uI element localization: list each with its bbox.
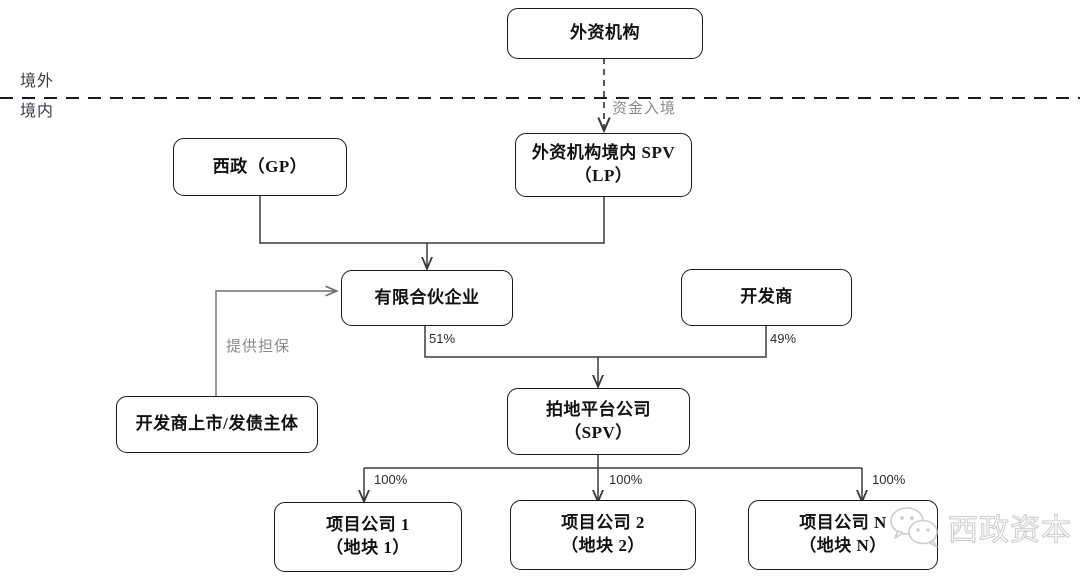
node-label: 西政（GP）	[212, 156, 308, 176]
node-sublabel: （SPV）	[564, 422, 633, 442]
node-label: 外资机构境内 SPV	[531, 143, 676, 163]
edge-label-projectn-stake: 100%	[872, 472, 906, 487]
edge-label-project2-stake: 100%	[609, 472, 643, 487]
node-sublabel: （地块 N）	[799, 536, 887, 555]
node-developer-listed-bond-entity[interactable]: 开发商上市/发债主体	[116, 396, 318, 453]
node-developer[interactable]: 开发商	[681, 269, 852, 326]
node-sublabel: （地块 2）	[561, 536, 645, 555]
node-label: 项目公司 N	[799, 513, 887, 533]
node-project-company-2[interactable]: 项目公司 2 （地块 2）	[510, 500, 696, 570]
connector-gp-spv-merge	[259, 196, 605, 244]
node-foreign-spv-lp[interactable]: 外资机构境内 SPV （LP）	[515, 133, 692, 197]
edge-label-provide-guarantee: 提供担保	[226, 339, 291, 355]
node-label: 项目公司 2	[561, 513, 645, 533]
connector-stakes-merge	[424, 325, 767, 358]
node-foreign-institution[interactable]: 外资机构	[507, 8, 703, 59]
node-label: 拍地平台公司	[546, 399, 651, 419]
node-label: 开发商	[740, 287, 793, 307]
wechat-icon	[890, 507, 938, 548]
watermark-text: 西政资本	[948, 514, 1072, 548]
node-sublabel: （LP）	[574, 166, 633, 185]
watermark: 西政资本	[888, 505, 1072, 549]
region-label-offshore: 境外	[20, 73, 55, 90]
region-label-onshore: 境内	[20, 103, 55, 120]
connector-platform-fanout-bus	[364, 454, 862, 469]
edge-label-fund-inflow: 资金入境	[612, 101, 677, 117]
edge-label-lp-stake: 51%	[429, 331, 456, 346]
node-project-company-1[interactable]: 项目公司 1 （地块 1）	[274, 502, 462, 572]
node-label: 外资机构	[570, 23, 640, 43]
node-label: 项目公司 1	[326, 515, 410, 535]
connector-guarantee	[215, 291, 336, 396]
node-land-bidding-platform[interactable]: 拍地平台公司 （SPV）	[507, 388, 690, 455]
node-label: 开发商上市/发债主体	[135, 414, 299, 434]
node-xizheng-gp[interactable]: 西政（GP）	[173, 138, 347, 196]
edge-label-project1-stake: 100%	[374, 472, 408, 487]
edge-label-developer-stake: 49%	[770, 331, 797, 346]
node-label: 有限合伙企业	[374, 287, 480, 307]
node-sublabel: （地块 1）	[326, 538, 410, 557]
node-limited-partnership[interactable]: 有限合伙企业	[341, 270, 513, 326]
